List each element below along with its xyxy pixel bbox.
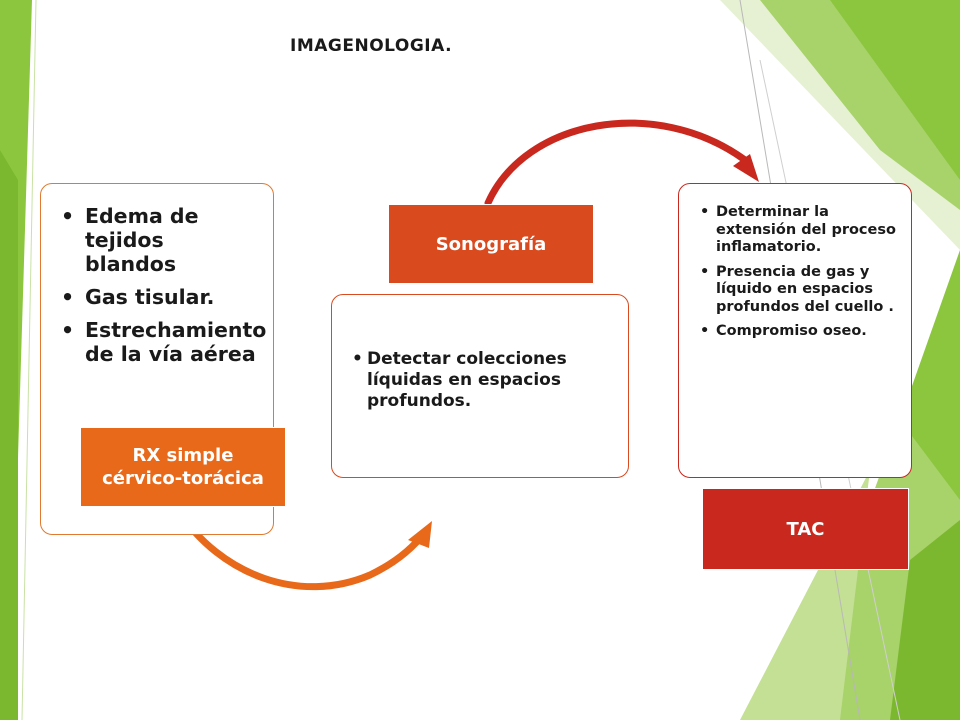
rx-label: RX simple cérvico-torácica xyxy=(80,427,286,507)
tac-findings-list: Determinar la extensión del proceso infl… xyxy=(679,184,911,341)
rx-findings-list: Edema de tejidos blandos Gas tisular. Es… xyxy=(41,184,273,366)
tac-label: TAC xyxy=(702,488,909,570)
left-green-shapes xyxy=(0,0,37,720)
sono-findings-box: Detectar colecciones líquidas en espacio… xyxy=(331,294,629,478)
list-item: Gas tisular. xyxy=(61,285,259,309)
rx-label-line: RX simple xyxy=(132,445,234,466)
sono-label: Sonografía xyxy=(388,204,594,284)
rx-label-line: cérvico-torácica xyxy=(102,468,264,489)
list-item: Detectar colecciones líquidas en espacio… xyxy=(352,349,618,412)
list-item: Determinar la extensión del proceso infl… xyxy=(700,204,901,257)
tac-findings-box: Determinar la extensión del proceso infl… xyxy=(678,183,912,478)
list-item: Presencia de gas y líquido en espacios p… xyxy=(700,264,901,317)
list-item: Estrechamiento de la vía aérea xyxy=(61,318,266,366)
list-item: Compromiso oseo. xyxy=(700,323,901,341)
arrow-sono-to-tac xyxy=(484,119,759,207)
list-item: Edema de tejidos blandos xyxy=(61,204,259,276)
sono-findings-list: Detectar colecciones líquidas en espacio… xyxy=(332,295,628,412)
page-title: IMAGENOLOGIA. xyxy=(290,36,453,56)
arrow-rx-to-sono xyxy=(174,506,432,591)
